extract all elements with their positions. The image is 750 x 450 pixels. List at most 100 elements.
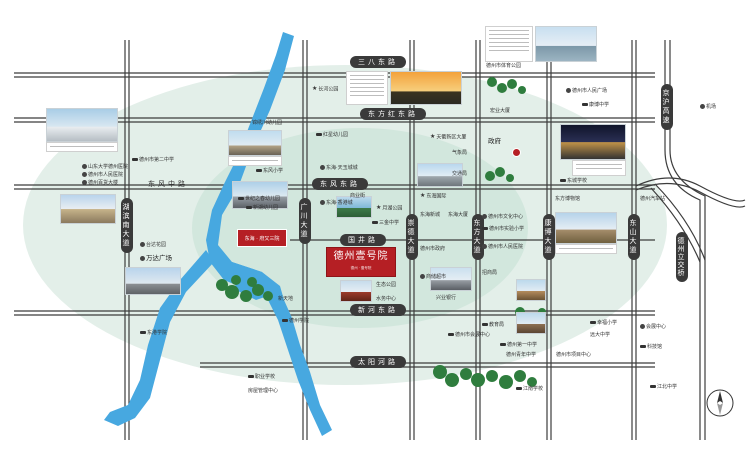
poi-label: 德州市人民医院: [488, 244, 524, 250]
school-icon: [248, 375, 254, 378]
culture-icon: [482, 214, 487, 219]
star-icon: ★: [420, 192, 426, 199]
poi-label: 东海·香港城: [326, 200, 353, 206]
poi-shangchu: 商储超市: [420, 274, 446, 280]
photo-civic-center: [430, 267, 472, 291]
school-icon: [140, 331, 146, 334]
poi-label: 世纪之春幼儿园: [245, 196, 281, 202]
school-icon: [256, 169, 262, 172]
poi-label: 宏业大厦: [490, 108, 511, 114]
poi-shijizhi: 世纪之春幼儿园: [238, 196, 280, 202]
poi-xinhu-kinder: 新湖幼儿园: [246, 205, 278, 211]
poi-dezhou-no2: 德州市第二中学: [132, 157, 174, 163]
poi-dongtian: 东海·天玉城城: [320, 165, 358, 171]
project-site-marker[interactable]: 东海 · 府又三院: [237, 229, 287, 247]
road-label-dongfanghong: 东方红东路: [360, 108, 426, 120]
caption-night-tower: [572, 160, 626, 176]
school-icon: [560, 179, 566, 182]
star-icon: ★: [312, 85, 318, 92]
poi-yuanda: 远大中学: [590, 332, 610, 338]
road-label-deyou: 德州立交桥: [676, 232, 688, 282]
poi-label: 科技馆: [647, 344, 663, 350]
road-label-sanba: 三八东路: [350, 56, 406, 68]
residence-icon: [140, 242, 145, 247]
poi-jiaoyu: 教育局: [482, 322, 504, 328]
poi-label: 东海大厦: [448, 212, 469, 218]
shop-icon: [420, 274, 425, 279]
poi-label: 山东大学德州医院: [88, 164, 129, 170]
road-label-dongfeng-east: 东风东路: [312, 178, 368, 190]
poi-hongye: 宏业大厦: [490, 108, 510, 114]
poi-label: 生态公园: [376, 282, 397, 288]
poi-airport: 机场: [700, 104, 716, 110]
poi-label: 锦绣川幼儿园: [252, 120, 283, 126]
poi-shengtai: 生态公园: [376, 282, 396, 288]
poi-label: 德州第一中学: [507, 342, 538, 348]
poi-label: 商储超市: [426, 274, 447, 280]
poi-label: 德州青年中学: [506, 352, 537, 358]
road-label-kangbo-text: 康博大道: [544, 219, 552, 255]
school-icon: [640, 345, 646, 348]
poi-label: 东城学校: [567, 178, 588, 184]
poi-qixiang: 气象局: [452, 150, 467, 156]
poi-zhaoshang: 招商局: [482, 270, 497, 276]
road-label-kangbo: 康博大道: [543, 214, 555, 260]
poi-yuehu: ★月湖公园: [376, 205, 402, 212]
school-icon: [282, 319, 288, 322]
road-label-dongfang: 东方大道: [472, 214, 484, 260]
tree-cluster: [216, 279, 228, 291]
road-label-guangchuan: 广川大道: [299, 198, 311, 244]
hospital-icon: [82, 164, 87, 169]
poi-label: 三金中学: [379, 220, 400, 226]
poi-zhengfu: 政府: [488, 138, 501, 145]
poi-label: 江北中学: [657, 384, 678, 390]
poi-label: 幸福小学: [597, 320, 618, 326]
photo-red-building: [340, 280, 372, 302]
road-label-dongshan: 东山大道: [628, 214, 640, 260]
poi-label: 职业学校: [255, 374, 276, 380]
poi-wanda: 万达广场: [140, 255, 172, 261]
poi-label: 水务中心: [376, 296, 397, 302]
road-label-chongde: 崇德大道: [406, 214, 418, 260]
poi-xiaoxue: 德州市实验小学: [482, 226, 524, 232]
photo-hospital: [46, 108, 118, 142]
poi-label: 会展中心: [646, 324, 667, 330]
square-icon: [566, 88, 571, 93]
poi-label: 红星幼儿园: [323, 132, 349, 138]
poi-dezhou-hall: 德州市会展中心: [448, 332, 490, 338]
road-label-guangchuan-text: 广川大道: [300, 203, 308, 239]
project-marker[interactable]: 德州壹号院 德州 · 壹号院: [326, 247, 396, 277]
hospital-icon: [482, 244, 487, 249]
poi-dongcheng: 东城学校: [560, 178, 587, 184]
photo-south-campus: [516, 312, 546, 334]
star-icon: ★: [376, 204, 382, 211]
highway-jinghu: [664, 40, 701, 440]
school-icon: [482, 227, 488, 230]
poi-xingfu: 幸福小学: [590, 320, 617, 326]
poi-zhixiao: 职业学校: [248, 374, 275, 380]
poi-shandong-univ: 山东大学德州医院: [82, 164, 128, 170]
road-label-hunan: 湖滨南大道: [121, 198, 133, 253]
road-label-taiyang: 太阳河路: [350, 356, 406, 368]
poi-wenhua: 德州市文化中心: [482, 214, 523, 220]
poi-jinghe: 锦绣川幼儿园: [252, 120, 282, 126]
poi-bus: 德州汽车站: [640, 196, 665, 202]
photo-museum: [555, 212, 617, 244]
caption-school-west: [228, 156, 282, 166]
poi-dezhou-hospital: 德州市人民医院: [82, 172, 123, 178]
photo-school-west: [228, 130, 282, 156]
poi-label: 长河公园: [318, 86, 339, 93]
poi-jiangbei: 江北中学: [650, 384, 677, 390]
poi-xintiandi: 新天地: [278, 296, 293, 302]
residence-icon: [320, 200, 325, 205]
poi-dongfeng-school: 东风小学: [256, 168, 283, 174]
school-icon: [448, 333, 454, 336]
photo-harbor: [535, 26, 597, 62]
poi-kangjin: 康博中学: [582, 102, 609, 108]
photo-school-east: [516, 279, 546, 301]
star-icon: ★: [430, 133, 436, 140]
poi-label: 德州市文化中心: [488, 214, 524, 220]
poi-changhe-park: ★长河公园: [312, 86, 338, 93]
poi-dongxiang: 东港学院: [140, 330, 167, 336]
